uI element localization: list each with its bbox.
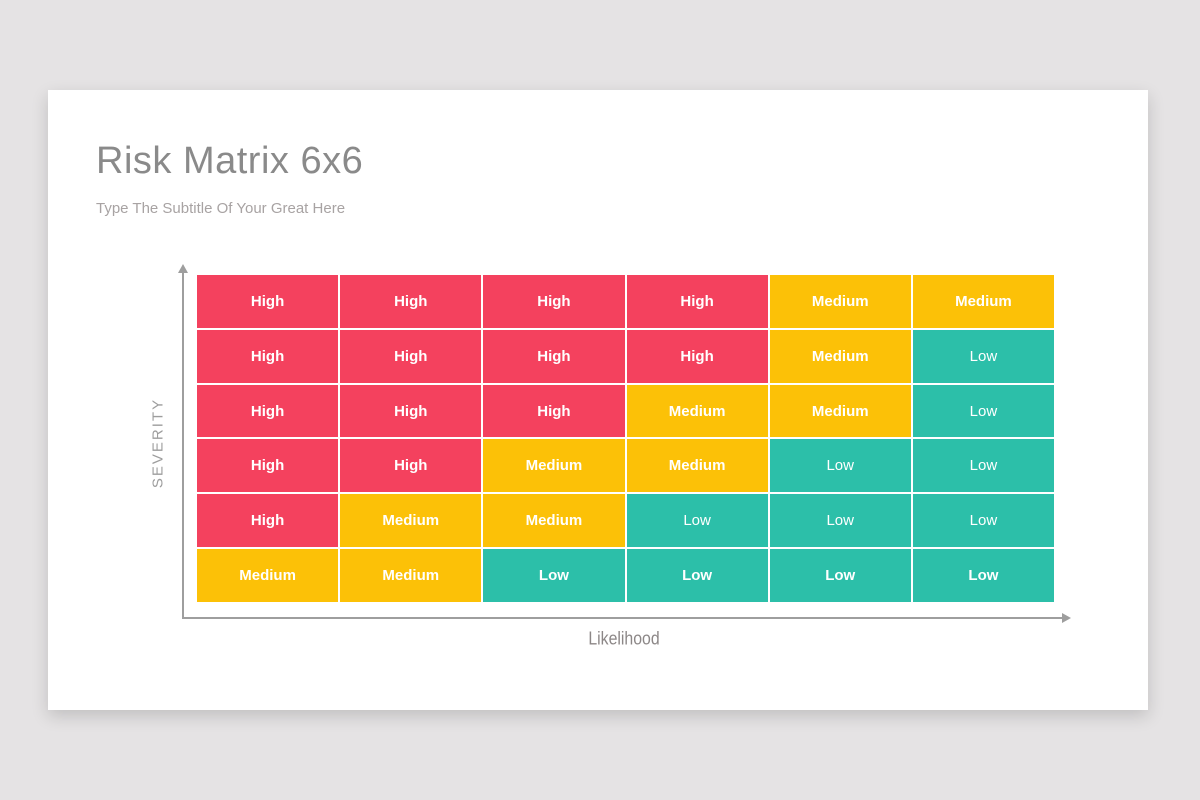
y-axis-arrowhead-icon <box>178 264 188 273</box>
y-axis-label: SEVERITY <box>149 397 167 489</box>
matrix-cell: Medium <box>626 384 768 438</box>
slide-title: Risk Matrix 6x6 <box>96 140 364 182</box>
matrix-cell: Low <box>769 494 911 548</box>
matrix-cell: Medium <box>197 549 339 602</box>
matrix-cell: High <box>483 275 625 328</box>
matrix-cell: High <box>626 275 768 328</box>
matrix-cell: High <box>197 494 339 548</box>
matrix-cell: High <box>340 275 482 328</box>
x-axis-line <box>182 617 1064 619</box>
matrix-cell: Medium <box>769 384 911 438</box>
matrix-cell: High <box>340 384 482 438</box>
matrix-cell: High <box>483 384 625 438</box>
matrix-cell: Medium <box>626 439 768 493</box>
matrix-cell: High <box>197 275 339 328</box>
matrix-cell: High <box>197 384 339 438</box>
matrix-cell: Medium <box>340 549 482 602</box>
matrix-cell: Medium <box>340 494 482 548</box>
matrix-cell: High <box>340 329 482 383</box>
x-axis-label: Likelihood <box>588 628 660 649</box>
matrix-cell: High <box>340 439 482 493</box>
matrix-cell: Low <box>626 549 768 602</box>
matrix-cell: Medium <box>769 329 911 383</box>
matrix-cell: Medium <box>483 494 625 548</box>
matrix-cell: Low <box>912 439 1054 493</box>
matrix-cell: High <box>197 439 339 493</box>
matrix-cell: Medium <box>912 275 1054 328</box>
matrix-cell: Low <box>912 329 1054 383</box>
matrix-cell: Low <box>912 384 1054 438</box>
x-axis-arrowhead-icon <box>1062 613 1071 623</box>
slide-canvas: Risk Matrix 6x6 Type The Subtitle Of You… <box>48 90 1148 710</box>
matrix-cell: Medium <box>769 275 911 328</box>
slide-subtitle: Type The Subtitle Of Your Great Here <box>96 200 346 217</box>
matrix-cell: Low <box>483 549 625 602</box>
y-axis-line <box>182 273 184 619</box>
matrix-cell: High <box>483 329 625 383</box>
matrix-cell: Low <box>769 439 911 493</box>
matrix-cell: High <box>626 329 768 383</box>
matrix-cell: Low <box>769 549 911 602</box>
matrix-cell: Low <box>626 494 768 548</box>
matrix-cell: Medium <box>483 439 625 493</box>
matrix-cell: Low <box>912 549 1054 602</box>
matrix-cell: High <box>197 329 339 383</box>
matrix-cell: Low <box>912 494 1054 548</box>
